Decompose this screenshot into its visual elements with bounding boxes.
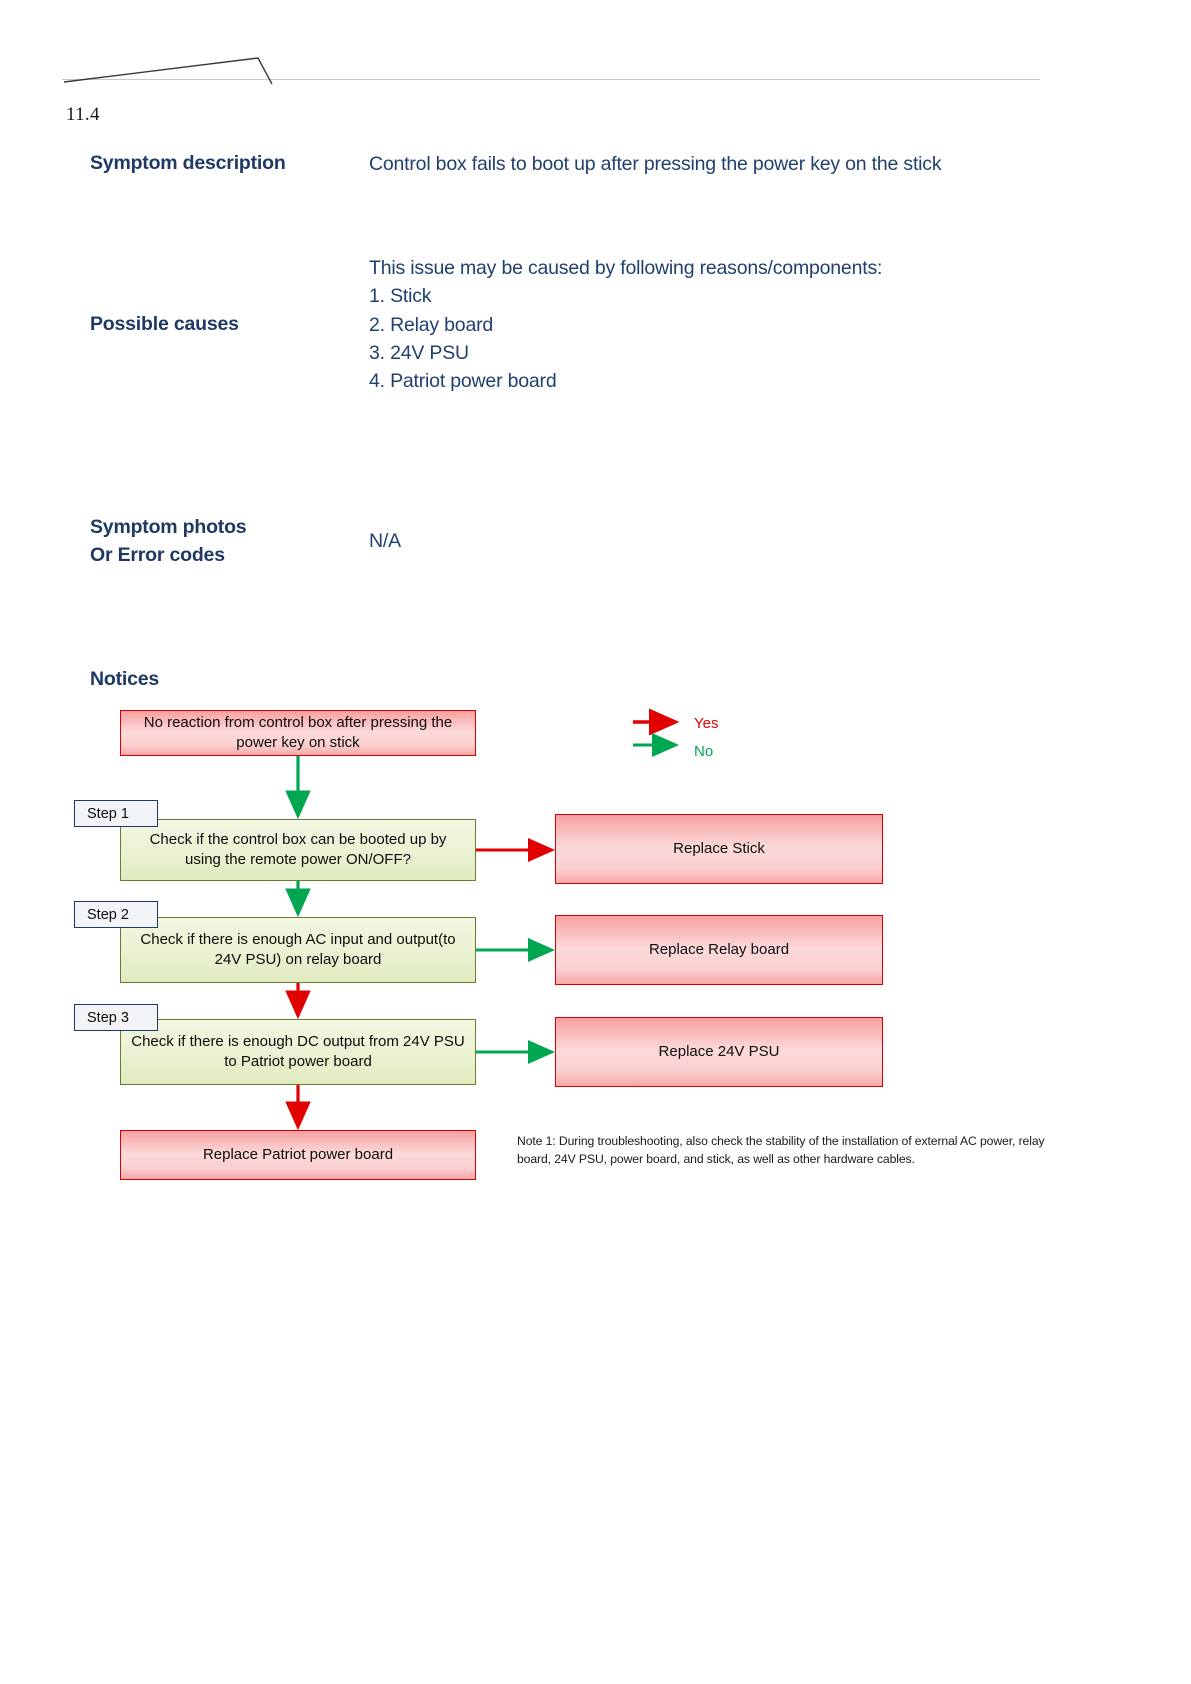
symptom-photos-label: Symptom photos Or Error codes	[90, 514, 350, 569]
flow-node-step3-question: Check if there is enough DC output from …	[120, 1019, 476, 1085]
symptom-photos-label-line2: Or Error codes	[90, 543, 225, 566]
flow-node-start: No reaction from control box after press…	[120, 710, 476, 756]
flow-node-step2-question: Check if there is enough AC input and ou…	[120, 917, 476, 983]
step-badge-3: Step 3	[74, 1004, 158, 1031]
cause-item: 1. Stick	[369, 285, 432, 308]
flowchart-legend: Yes No	[632, 712, 718, 768]
symptom-description-value: Control box fails to boot up after press…	[369, 153, 942, 175]
flow-node-action-replace-relay-board: Replace Relay board	[555, 915, 883, 985]
step-badge-1: Step 1	[74, 800, 158, 827]
cause-item: 3. 24V PSU	[369, 341, 469, 364]
flow-node-action-replace-stick: Replace Stick	[555, 814, 883, 884]
legend-row-no: No	[632, 740, 718, 762]
cause-item: 2. Relay board	[369, 313, 494, 336]
header-divider	[62, 79, 1040, 80]
possible-causes-label: Possible causes	[90, 313, 239, 335]
flow-node-action-replace-24v-psu: Replace 24V PSU	[555, 1017, 883, 1087]
cause-item: 4. Patriot power board	[369, 370, 557, 393]
legend-label-yes: Yes	[694, 714, 719, 732]
notices-label: Notices	[90, 668, 160, 690]
possible-causes-value: This issue may be caused by following re…	[369, 254, 1009, 395]
symptom-description-label: Symptom description	[90, 152, 286, 174]
section-number: 11.4	[66, 104, 100, 125]
symptom-photos-label-line1: Symptom photos	[90, 516, 247, 538]
legend-label-no: No	[694, 742, 714, 760]
causes-intro: This issue may be caused by following re…	[369, 257, 883, 279]
troubleshooting-note: Note 1: During troubleshooting, also che…	[517, 1134, 1045, 1166]
header-decoration-icon	[63, 57, 273, 85]
step-badge-2: Step 2	[74, 901, 158, 928]
flow-node-final-replace-patriot-power-board: Replace Patriot power board	[120, 1130, 476, 1180]
symptom-photos-value: N/A	[369, 530, 401, 552]
legend-row-yes: Yes	[632, 712, 718, 734]
flow-node-step1-question: Check if the control box can be booted u…	[120, 819, 476, 881]
